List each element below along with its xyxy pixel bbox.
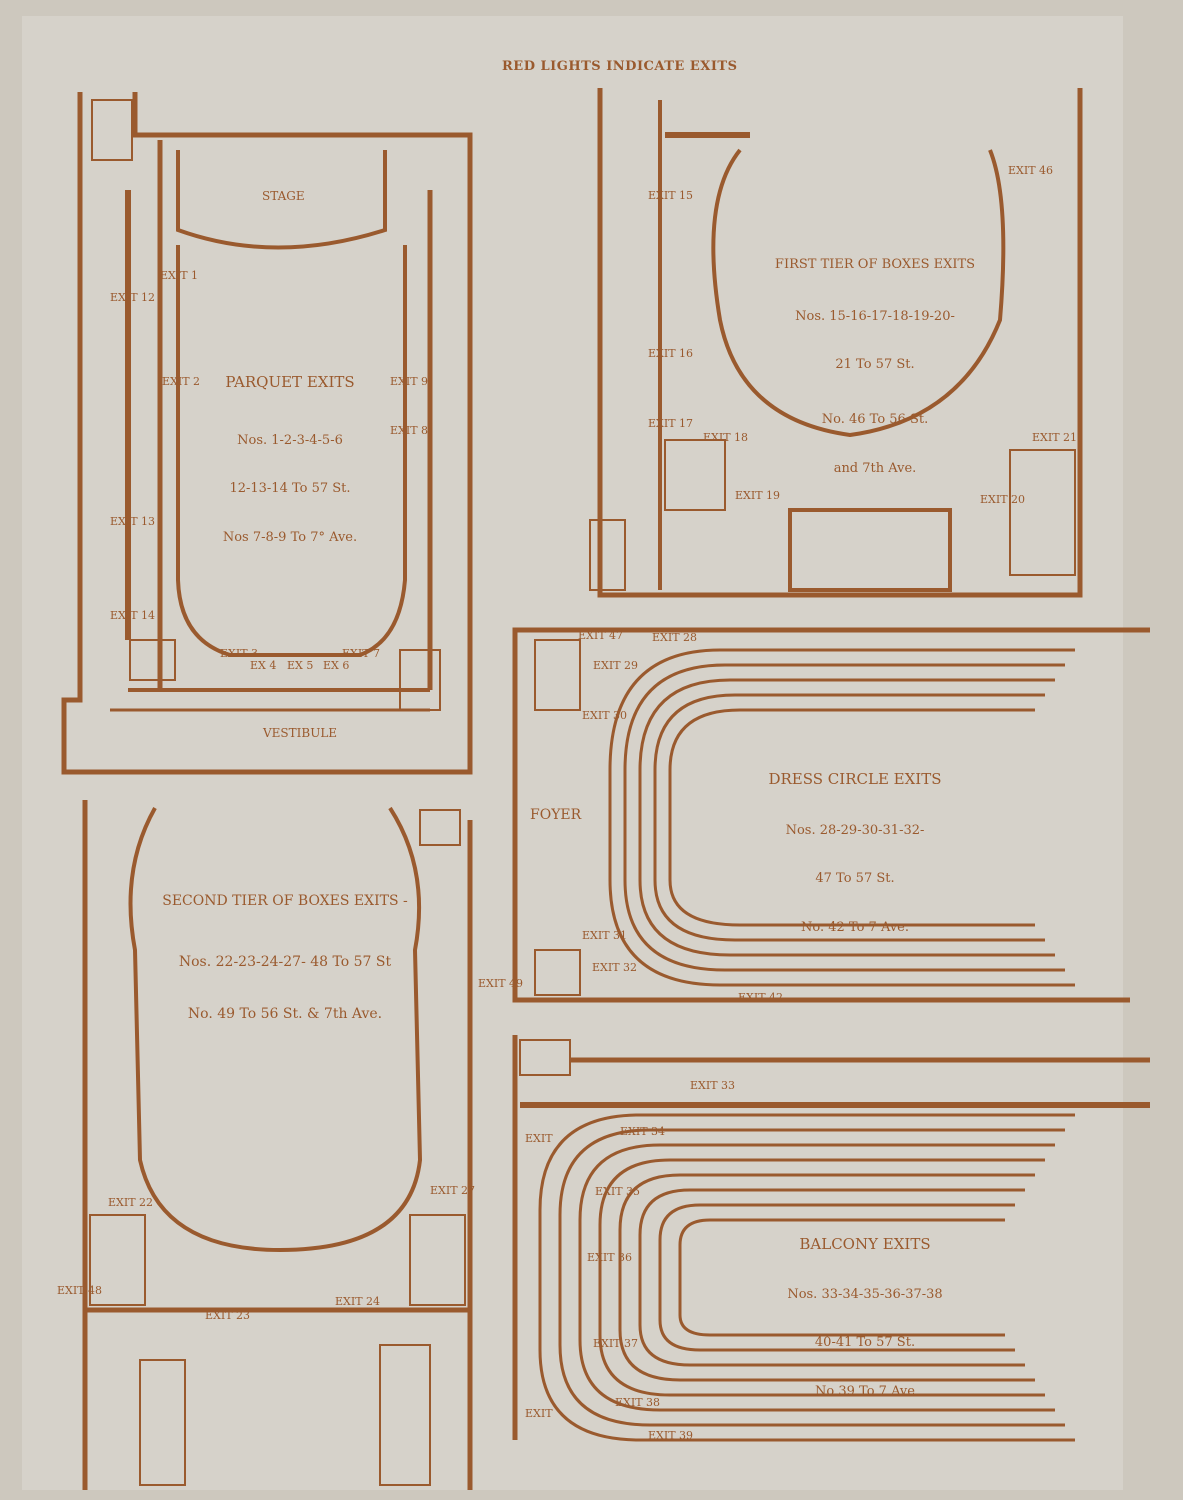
exit-label: EXIT 23 bbox=[205, 1309, 251, 1322]
exit-label: EXIT 16 bbox=[648, 347, 694, 360]
balcony-line: No 39 To 7 Ave bbox=[815, 1384, 915, 1399]
second-tier-plan bbox=[82, 800, 473, 1490]
exit-label: EX 5 bbox=[287, 659, 314, 672]
balcony-title: BALCONY EXITS bbox=[799, 1235, 931, 1253]
first-tier-line: Nos. 15-16-17-18-19-20- bbox=[795, 308, 955, 324]
exit-label: EX 6 bbox=[323, 659, 350, 672]
exit-label: EXIT 46 bbox=[1008, 164, 1054, 177]
exit-label: EXIT 28 bbox=[652, 631, 698, 644]
foyer-label: FOYER bbox=[530, 807, 582, 823]
exit-label: EXIT 24 bbox=[335, 1295, 381, 1308]
first-tier-line: and 7th Ave. bbox=[833, 460, 917, 476]
second-tier-title: SECOND TIER OF BOXES EXITS - bbox=[162, 893, 408, 909]
exit-label: EXIT 49 bbox=[478, 977, 524, 990]
exit-label: EXIT 15 bbox=[648, 189, 694, 202]
dress-circle-title: DRESS CIRCLE EXITS bbox=[768, 770, 942, 788]
parquet-plan bbox=[61, 92, 473, 775]
exit-label: EXIT 3 bbox=[220, 647, 259, 660]
exit-label: EXIT bbox=[525, 1132, 553, 1145]
exit-label: EXIT 29 bbox=[593, 659, 639, 672]
dress-circle-line: No. 42 To 7 Ave. bbox=[801, 920, 909, 935]
exit-label: EXIT 2 bbox=[162, 375, 201, 388]
exit-label: EXIT 33 bbox=[690, 1079, 736, 1092]
exit-label: EXIT 32 bbox=[592, 961, 638, 974]
exit-label: EXIT 35 bbox=[595, 1185, 641, 1198]
dress-circle-line: 47 To 57 St. bbox=[815, 871, 895, 887]
second-tier-line: Nos. 22-23-24-27- 48 To 57 St bbox=[178, 953, 392, 970]
exit-label: EXIT 9 bbox=[390, 375, 429, 388]
first-tier-title: FIRST TIER OF BOXES EXITS bbox=[774, 257, 976, 272]
second-tier-line: No. 49 To 56 St. & 7th Ave. bbox=[187, 1006, 383, 1022]
exit-label: EXIT 30 bbox=[582, 709, 628, 722]
balcony-plan bbox=[512, 1035, 1150, 1442]
parquet-title: PARQUET EXITS bbox=[225, 373, 355, 391]
exit-label: EXIT 20 bbox=[980, 493, 1026, 506]
parquet-line: 12-13-14 To 57 St. bbox=[229, 481, 351, 497]
first-tier-text: Nos. 15-16-17-18-19-20- 21 To 57 St. No.… bbox=[770, 276, 980, 493]
exit-label: EXIT 42 bbox=[738, 991, 784, 1004]
balcony-line: Nos. 33-34-35-36-37-38 bbox=[787, 1286, 943, 1302]
exit-label: EXIT 19 bbox=[735, 489, 781, 502]
exit-label: EXIT 1 bbox=[160, 269, 199, 282]
second-tier-text: SECOND TIER OF BOXES EXITS - Nos. 22-23-… bbox=[140, 858, 430, 1041]
parquet-line: Nos. 1-2-3-4-5-6 bbox=[237, 432, 343, 448]
balcony-text: Nos. 33-34-35-36-37-38 40-41 To 57 St. N… bbox=[760, 1254, 970, 1417]
balcony-line: 40-41 To 57 St. bbox=[814, 1335, 916, 1351]
exit-label: EXIT 27 bbox=[430, 1184, 476, 1197]
exit-label: EXIT 8 bbox=[390, 424, 429, 437]
dress-circle-plan bbox=[512, 627, 1150, 1003]
exit-label: EXIT 48 bbox=[57, 1284, 103, 1297]
first-tier-plan bbox=[589, 88, 1083, 598]
exit-label: EXIT 39 bbox=[648, 1429, 694, 1442]
stage-label: STAGE bbox=[262, 189, 305, 203]
exit-label: EXIT 47 bbox=[578, 629, 624, 642]
exit-label: EXIT 38 bbox=[615, 1396, 661, 1409]
exit-label: EX 4 bbox=[250, 659, 277, 672]
torn-edge bbox=[1123, 0, 1183, 1500]
first-tier-line: No. 46 To 56 St. bbox=[821, 412, 929, 427]
exit-label: EXIT 31 bbox=[582, 929, 628, 942]
parquet-text: Nos. 1-2-3-4-5-6 12-13-14 To 57 St. Nos … bbox=[190, 400, 390, 563]
exit-label: EXIT bbox=[525, 1407, 553, 1420]
exit-label: EXIT 22 bbox=[108, 1196, 154, 1209]
exit-label: EXIT 21 bbox=[1032, 431, 1078, 444]
dress-circle-line: Nos. 28-29-30-31-32- bbox=[785, 822, 925, 838]
program-page bbox=[22, 16, 1146, 1490]
exit-label: EXIT 37 bbox=[593, 1337, 639, 1350]
vestibule-label: VESTIBULE bbox=[263, 726, 338, 740]
exit-label: EXIT 7 bbox=[342, 647, 381, 660]
exit-label: EXIT 13 bbox=[110, 515, 156, 528]
dress-circle-text: Nos. 28-29-30-31-32- 47 To 57 St. No. 42… bbox=[755, 790, 955, 953]
parquet-line: Nos 7-8-9 To 7° Ave. bbox=[222, 530, 358, 545]
first-tier-line: 21 To 57 St. bbox=[835, 357, 915, 373]
header: RED LIGHTS INDICATE EXITS bbox=[502, 59, 738, 74]
exit-label: EXIT 14 bbox=[110, 609, 156, 622]
exit-label: EXIT 36 bbox=[587, 1251, 633, 1264]
exit-label: EXIT 12 bbox=[110, 291, 156, 304]
exit-label: EXIT 17 bbox=[648, 417, 694, 430]
exit-label: EXIT 34 bbox=[620, 1125, 666, 1138]
exit-label: EXIT 18 bbox=[703, 431, 749, 444]
